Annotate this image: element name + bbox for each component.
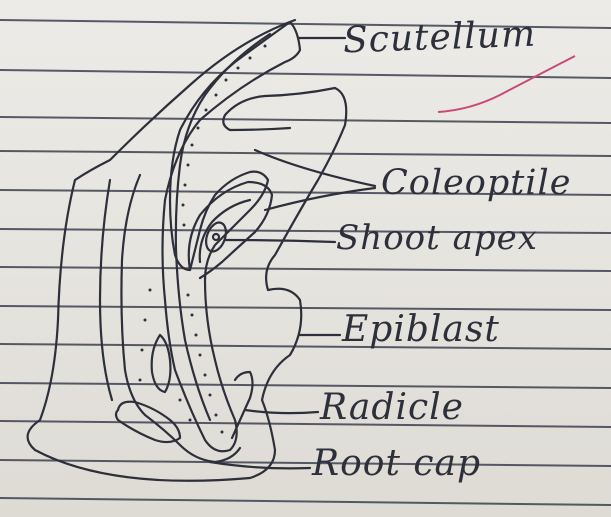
epiblast-outline [232,372,253,438]
label-shoot-apex: Shoot apex [336,221,538,255]
leader-coleoptile-2 [265,188,375,210]
label-scutellum: Scutellum [342,17,536,60]
label-radicle: Radicle [320,390,464,426]
scutellum-channel [176,34,270,420]
leader-shoot-apex [225,240,335,242]
label-epiblast: Epiblast [342,312,500,348]
radicle-outline [152,335,171,392]
leader-radicle [245,410,318,413]
scutellum-outline [163,22,301,451]
inner-body-left [100,180,112,400]
shoot-apex-dot [213,234,219,240]
label-root-cap: Root cap [312,446,481,482]
shoot-apex [202,220,229,254]
label-coleoptile: Coleoptile [381,166,571,201]
leader-coleoptile-1 [255,150,375,186]
leader-root-cap [210,462,310,468]
outer-outline [28,20,347,481]
